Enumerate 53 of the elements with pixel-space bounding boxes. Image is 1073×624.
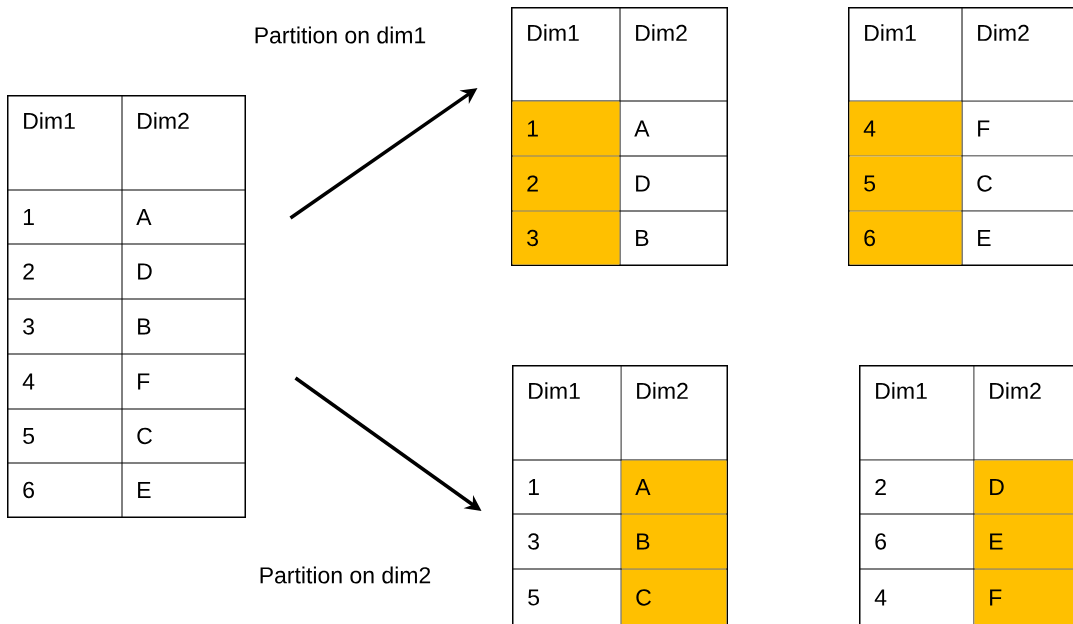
cell-value: E xyxy=(138,482,151,498)
column-header: Dim1 xyxy=(529,382,580,399)
data-table xyxy=(7,95,246,518)
edge-label: Partition on dim1 xyxy=(251,24,429,46)
cell-value: 5 xyxy=(528,589,540,606)
column-header: Dim2 xyxy=(637,382,688,399)
cell-value: F xyxy=(978,120,990,137)
cell-value: D xyxy=(138,263,152,280)
cell-value: 5 xyxy=(23,428,35,444)
cell-value: 3 xyxy=(528,533,539,550)
edge-label: Partition on dim2 xyxy=(256,564,434,586)
highlighted-cell: 1 xyxy=(512,101,620,156)
highlighted-cell: 5 xyxy=(849,156,962,211)
cell-value: 6 xyxy=(23,481,34,499)
highlighted-cell: 4 xyxy=(849,101,962,156)
cell-value: B xyxy=(138,318,151,335)
highlighted-cell: 2 xyxy=(512,156,620,211)
highlighted-cell: F xyxy=(974,569,1073,624)
cell-value: 3 xyxy=(23,318,34,335)
data-table xyxy=(511,7,728,266)
cell-value: C xyxy=(137,427,152,445)
data-table xyxy=(512,365,728,624)
column-header: Dim2 xyxy=(978,24,1029,41)
highlighted-cell: B xyxy=(621,514,727,569)
column-header: Dim2 xyxy=(636,24,687,41)
column-header: Dim1 xyxy=(876,382,927,399)
column-header: Dim1 xyxy=(528,24,579,41)
cell-value: D xyxy=(636,175,650,192)
data-table xyxy=(859,365,1073,624)
column-header: Dim2 xyxy=(990,382,1041,399)
highlighted-cell: A xyxy=(621,460,727,514)
highlighted-cell: 3 xyxy=(512,211,620,265)
column-header: Dim1 xyxy=(865,24,916,41)
cell-value: F xyxy=(138,373,150,390)
cell-value: A xyxy=(634,120,650,137)
cell-value: 1 xyxy=(528,479,539,495)
highlighted-cell: D xyxy=(974,460,1073,514)
highlighted-cell: C xyxy=(621,569,727,624)
cell-value: 2 xyxy=(23,263,34,280)
highlighted-cell: E xyxy=(974,514,1073,569)
data-table xyxy=(848,7,1073,266)
cell-value: 4 xyxy=(22,373,35,390)
cell-value: B xyxy=(636,230,649,246)
column-header: Dim1 xyxy=(24,112,75,129)
highlighted-cell: 6 xyxy=(849,211,962,265)
cell-value: A xyxy=(136,209,152,225)
cell-value: E xyxy=(978,230,991,246)
cell-value: 1 xyxy=(23,209,34,225)
cell-value: 4 xyxy=(874,589,887,606)
cell-value: C xyxy=(977,175,992,192)
column-header: Dim2 xyxy=(138,112,189,129)
cell-value: 2 xyxy=(875,479,886,496)
cell-value: 6 xyxy=(875,533,886,550)
